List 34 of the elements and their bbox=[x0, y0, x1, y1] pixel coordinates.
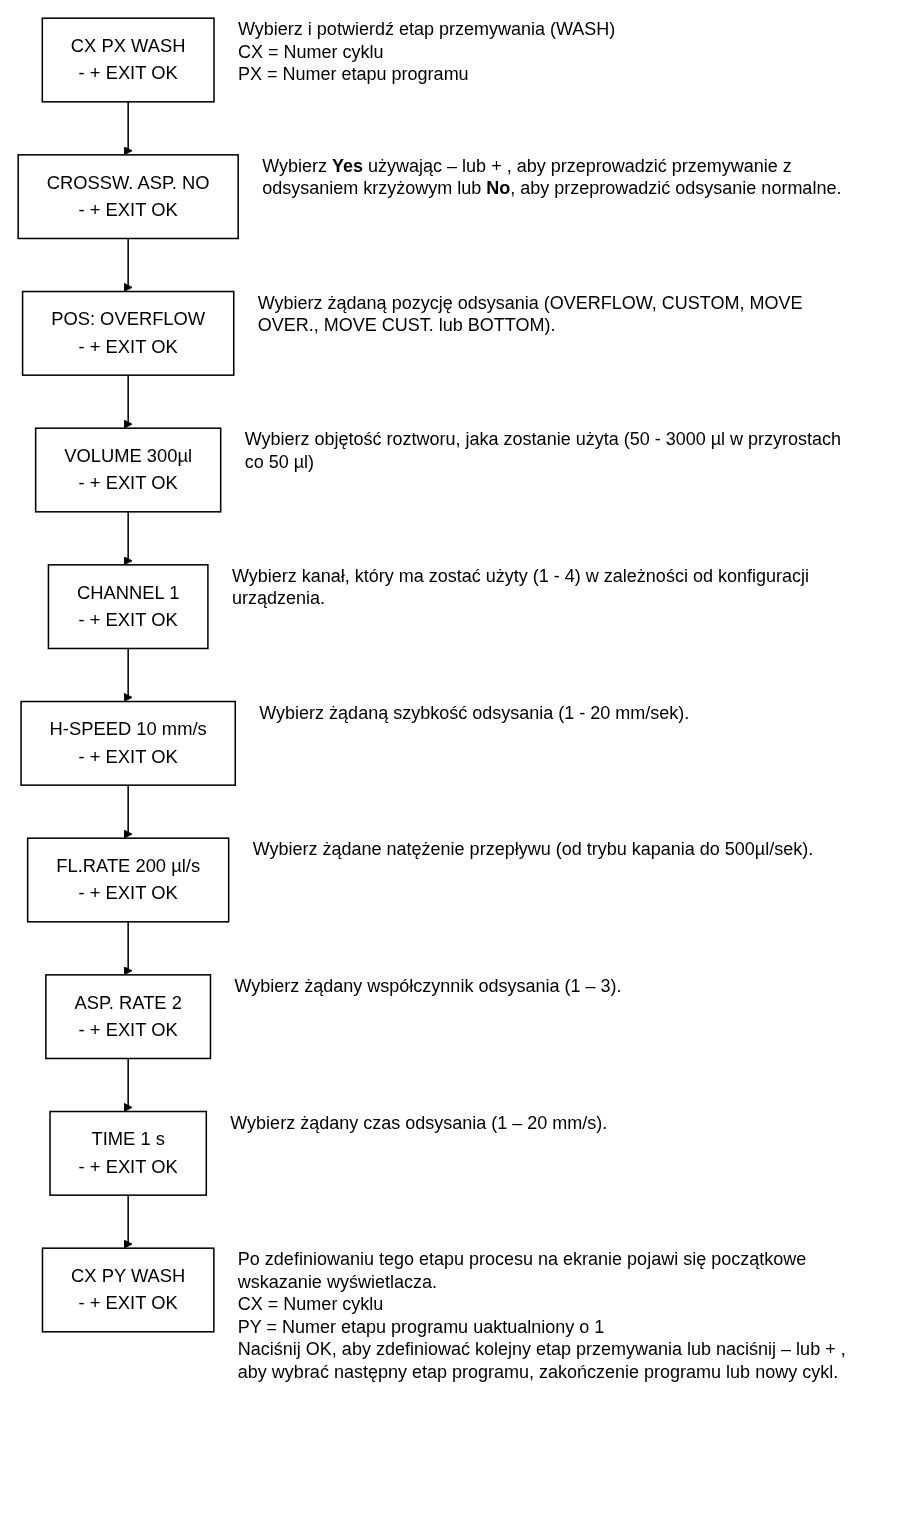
description-text: Wybierz żądaną szybkość odsysania (1 - 20 mm/sek). bbox=[259, 701, 691, 724]
description-text: Wybierz żądany współczynnik odsysania (1 – 3). bbox=[234, 974, 623, 998]
arrow bbox=[123, 647, 133, 702]
description-text: PY = Numer etapu programu uaktualniony o 1 bbox=[237, 1315, 606, 1339]
node-box: POS: OVERFLOW - + EXIT OK bbox=[21, 290, 235, 376]
description-text: Wybierz i potwierdź etap przemywania (WASH) bbox=[238, 18, 617, 41]
node-box: FL.RATE 200 µl/s - + EXIT OK bbox=[26, 837, 230, 923]
node-box: CROSSW. ASP. NO - + EXIT OK bbox=[17, 154, 239, 240]
description-text: Naciśnij OK, aby zdefiniować kolejny etap przemywania lub naciśnij – lub + , aby wybrać następny etap programu, zakończenie programu lub nowy cykl. bbox=[237, 1338, 847, 1384]
description-text: Wybierz Yes używając – lub + , aby przeprowadzić przemywanie z odsysaniem krzyżowym lub No, aby przeprowadzić odsysanie normalne. bbox=[262, 154, 843, 200]
description-text: Po zdefiniowaniu tego etapu procesu na ekranie pojawi się początkowe wskazanie wyświetlacza. bbox=[237, 1248, 808, 1294]
arrow bbox=[123, 784, 133, 839]
arrow bbox=[123, 101, 133, 156]
arrow bbox=[123, 1194, 133, 1249]
node-box: CX PY WASH - + EXIT OK bbox=[41, 1247, 215, 1333]
arrow bbox=[123, 511, 133, 566]
arrow bbox=[123, 374, 133, 429]
description-text: Wybierz objętość roztworu, jaka zostanie użyta (50 - 3000 µl w przyrostach co 50 µl) bbox=[244, 428, 843, 474]
node-box: H-SPEED 10 mm/s - + EXIT OK bbox=[20, 700, 237, 786]
description-text: Wybierz żądany czas odsysania (1 – 20 mm/s). bbox=[230, 1111, 609, 1134]
description-text: CX = Numer cyklu bbox=[238, 40, 385, 64]
node-box: CX PX WASH - + EXIT OK bbox=[41, 17, 215, 103]
description-text: CX = Numer cyklu bbox=[237, 1293, 385, 1316]
node-box: VOLUME 300µl - + EXIT OK bbox=[34, 427, 222, 513]
description-text: Wybierz żądaną pozycję odsysania (OVERFLOW, CUSTOM, MOVE OVER., MOVE CUST. lub BOTTOM). bbox=[257, 291, 804, 337]
arrow bbox=[123, 237, 133, 292]
arrow bbox=[123, 921, 133, 976]
node-box: ASP. RATE 2 - + EXIT OK bbox=[45, 974, 212, 1060]
node-box: CHANNEL 1 - + EXIT OK bbox=[47, 564, 209, 650]
arrow bbox=[123, 1057, 133, 1112]
description-text: Wybierz żądane natężenie przepływu (od trybu kapania do 500µl/sek). bbox=[252, 838, 815, 861]
description-text: Wybierz kanał, który ma zostać użyty (1 - 4) w zależności od konfiguracji urządzenia. bbox=[231, 564, 810, 610]
node-box: TIME 1 s - + EXIT OK bbox=[49, 1110, 208, 1196]
description-text: PX = Numer etapu programu bbox=[238, 63, 470, 86]
